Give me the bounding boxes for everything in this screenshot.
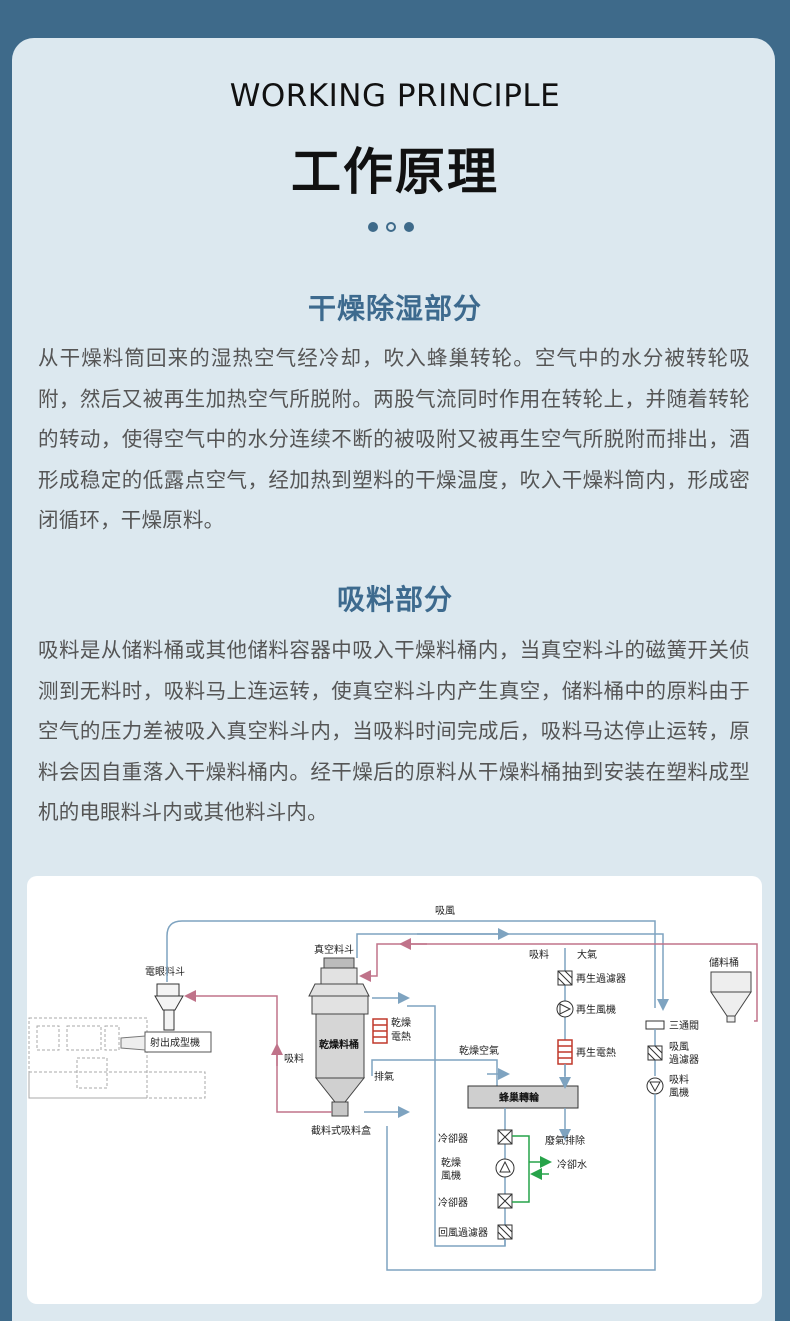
section-title-drying: 干燥除湿部分 bbox=[307, 292, 482, 325]
dryer-heater-label-1: 乾燥 bbox=[391, 1016, 411, 1029]
suction-filter-label-2: 過濾器 bbox=[669, 1053, 699, 1066]
section-text-suction: 吸料是从储料桶或其他储料容器中吸入干燥料桶内，当真空料斗的磁簧开关侦测到无料时，… bbox=[38, 638, 750, 824]
molding-machine-label: 射出成型機 bbox=[150, 1036, 200, 1049]
cutoff-box-label: 截料式吸料盒 bbox=[311, 1124, 371, 1137]
regen-blower-arrow bbox=[559, 1003, 572, 1015]
waste-exhaust-label: 廢氣排除 bbox=[545, 1134, 585, 1147]
storage-bin bbox=[710, 971, 752, 1023]
page-title-cn: 工作原理 bbox=[291, 143, 499, 201]
cooler-1-label: 冷卻器 bbox=[438, 1132, 468, 1145]
suction-filter-hatch bbox=[647, 1045, 663, 1061]
honeycomb-wheel-icon bbox=[467, 1085, 579, 1109]
cooler-2-cross bbox=[497, 1193, 513, 1209]
diagram-svg: 射出成型機 電眼料斗 乾燥料桶 真空料斗 截料式吸料盒 乾燥 電熱 bbox=[28, 905, 758, 1271]
honeycomb-wheel-label: 蜂巢轉輪 bbox=[499, 1091, 540, 1104]
suction-side-label: 吸料 bbox=[284, 1052, 304, 1065]
suction-blower-arrow bbox=[649, 1081, 661, 1093]
three-way-valve-icon bbox=[645, 1020, 665, 1030]
suction-blower-label-1: 吸料 bbox=[669, 1073, 689, 1086]
feed-line bbox=[184, 990, 332, 1113]
cooler-2-label: 冷卻器 bbox=[438, 1196, 468, 1209]
suction-air-line bbox=[166, 920, 656, 1008]
cooler-1-cross bbox=[497, 1129, 513, 1145]
nozzle bbox=[120, 1035, 146, 1051]
suction-label: 吸料 bbox=[529, 948, 549, 961]
section-title-suction: 吸料部分 bbox=[336, 583, 453, 616]
decorative-dots bbox=[368, 222, 422, 234]
dot-filled-icon bbox=[404, 222, 414, 232]
molding-machine-outline bbox=[28, 1017, 206, 1099]
regen-filter-label: 再生過濾器 bbox=[576, 972, 626, 985]
cooling-water-label: 冷卻水 bbox=[557, 1158, 587, 1171]
section-text-drying: 从干燥料筒回来的湿热空气经冷却，吹入蜂巢转轮。空气中的水分被转轮吸附，然后又被再… bbox=[38, 346, 750, 532]
regen-blower-label: 再生風機 bbox=[576, 1003, 616, 1016]
drying-bin bbox=[308, 957, 370, 1117]
dot-filled-icon bbox=[368, 222, 378, 232]
page-title-en: WORKING PRINCIPLE bbox=[229, 78, 561, 114]
cooling-water-loop bbox=[512, 1135, 530, 1203]
dryer-heater-icon bbox=[372, 1018, 388, 1044]
dot-outline-icon bbox=[386, 222, 396, 232]
exhaust-label: 排氣 bbox=[374, 1070, 394, 1083]
return-filter-label: 回風過濾器 bbox=[438, 1226, 488, 1239]
regen-heater-label: 再生電熱 bbox=[576, 1046, 616, 1059]
return-loop-line bbox=[407, 1005, 506, 1247]
regen-filter-hatch bbox=[557, 970, 573, 986]
working-diagram: 射出成型機 電眼料斗 乾燥料桶 真空料斗 截料式吸料盒 乾燥 電熱 bbox=[27, 876, 762, 1304]
dryer-heater-label-2: 電熱 bbox=[391, 1030, 411, 1043]
dry-air-label: 乾燥空氣 bbox=[459, 1044, 499, 1057]
vacuum-line bbox=[356, 933, 669, 1011]
return-filter-hatch bbox=[497, 1224, 513, 1240]
eye-hopper-label: 電眼料斗 bbox=[145, 965, 185, 978]
material-suction-line bbox=[359, 943, 758, 1022]
suction-blower-label-2: 風機 bbox=[669, 1086, 689, 1099]
eye-hopper bbox=[154, 983, 184, 1031]
dry-blower-label-2: 風機 bbox=[441, 1169, 461, 1182]
vacuum-hopper-label: 真空料斗 bbox=[314, 943, 354, 956]
suction-filter-label-1: 吸風 bbox=[669, 1041, 689, 1053]
atmosphere-label: 大氣 bbox=[577, 948, 597, 961]
dry-blower-arrow bbox=[499, 1160, 511, 1173]
dry-blower-label-1: 乾燥 bbox=[441, 1156, 461, 1169]
suction-return-line bbox=[386, 1094, 656, 1271]
three-way-valve-label: 三通閥 bbox=[669, 1020, 699, 1032]
regen-heater-coil bbox=[558, 1045, 572, 1059]
suction-air-label: 吸風 bbox=[435, 905, 455, 917]
drying-bin-label: 乾燥料桶 bbox=[319, 1038, 359, 1051]
storage-bin-label: 儲料桶 bbox=[709, 956, 739, 969]
